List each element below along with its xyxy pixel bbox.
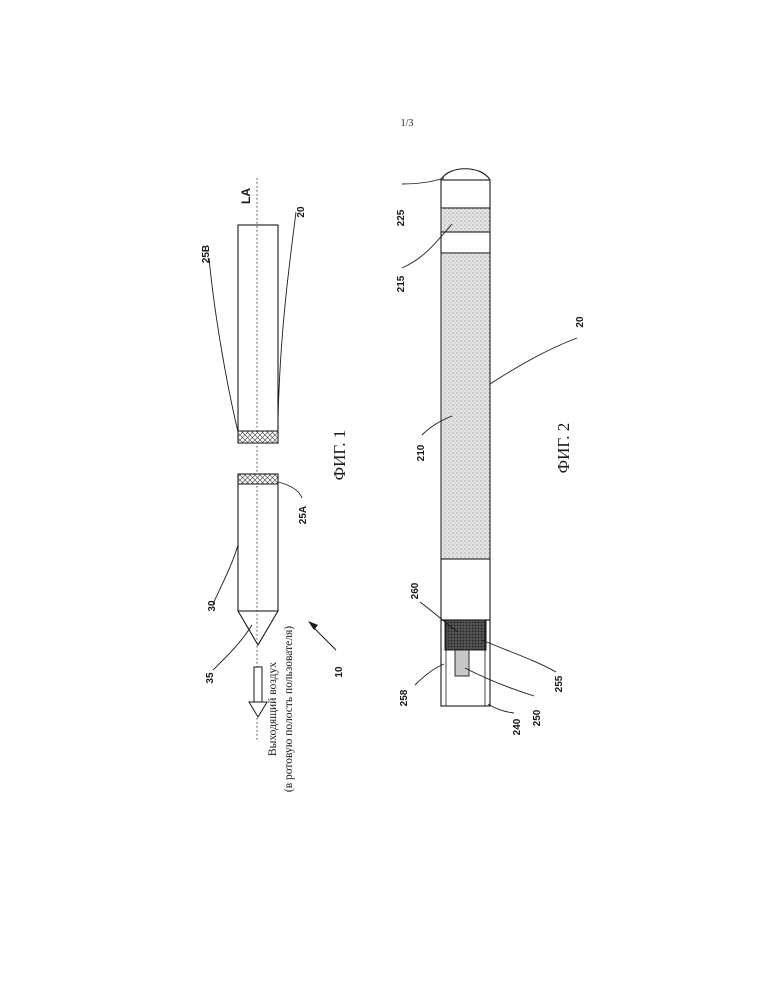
airflow-arrow bbox=[249, 667, 267, 717]
cylinder-20 bbox=[238, 225, 278, 443]
dome-225 bbox=[441, 169, 490, 180]
connector-25A bbox=[238, 474, 278, 484]
connector-25B bbox=[238, 431, 278, 443]
label-260: 260 bbox=[410, 582, 421, 599]
label-258: 258 bbox=[399, 689, 410, 706]
figure-1: LA 20 25B 25A 30 35 10 bbox=[201, 178, 349, 792]
label-10: 10 bbox=[334, 666, 345, 678]
axis-label-LA: LA bbox=[239, 188, 253, 204]
page-number: 1/3 bbox=[401, 118, 414, 129]
section-225 bbox=[441, 180, 490, 208]
figure-2: 225 215 20 210 260 258 255 250 240 ФИГ. … bbox=[396, 169, 586, 736]
label-35: 35 bbox=[205, 672, 216, 684]
airflow-note-line2: (в ротовую полость пользователя) bbox=[283, 626, 295, 792]
section-210 bbox=[441, 253, 490, 559]
label-255: 255 bbox=[554, 675, 565, 692]
label-20-fig2: 20 bbox=[575, 316, 586, 328]
tip-35 bbox=[238, 611, 278, 645]
empty-section bbox=[441, 559, 490, 620]
label-30: 30 bbox=[207, 600, 218, 612]
figure-2-caption: ФИГ. 2 bbox=[554, 423, 573, 474]
label-240: 240 bbox=[512, 718, 523, 735]
label-215: 215 bbox=[396, 275, 407, 292]
airflow-note-line1: Выходящий воздух bbox=[267, 662, 279, 756]
pointer-arrow-10 bbox=[308, 621, 336, 650]
gap-section bbox=[441, 232, 490, 253]
figure-1-caption: ФИГ. 1 bbox=[330, 430, 349, 481]
label-225: 225 bbox=[396, 209, 407, 226]
label-210: 210 bbox=[416, 444, 427, 461]
label-25A: 25A bbox=[298, 506, 309, 524]
label-20-fig1: 20 bbox=[296, 206, 307, 218]
label-250: 250 bbox=[532, 709, 543, 726]
heater-260 bbox=[445, 620, 486, 650]
label-25B: 25B bbox=[201, 245, 212, 263]
component-250 bbox=[455, 650, 469, 676]
body-30 bbox=[238, 474, 278, 611]
